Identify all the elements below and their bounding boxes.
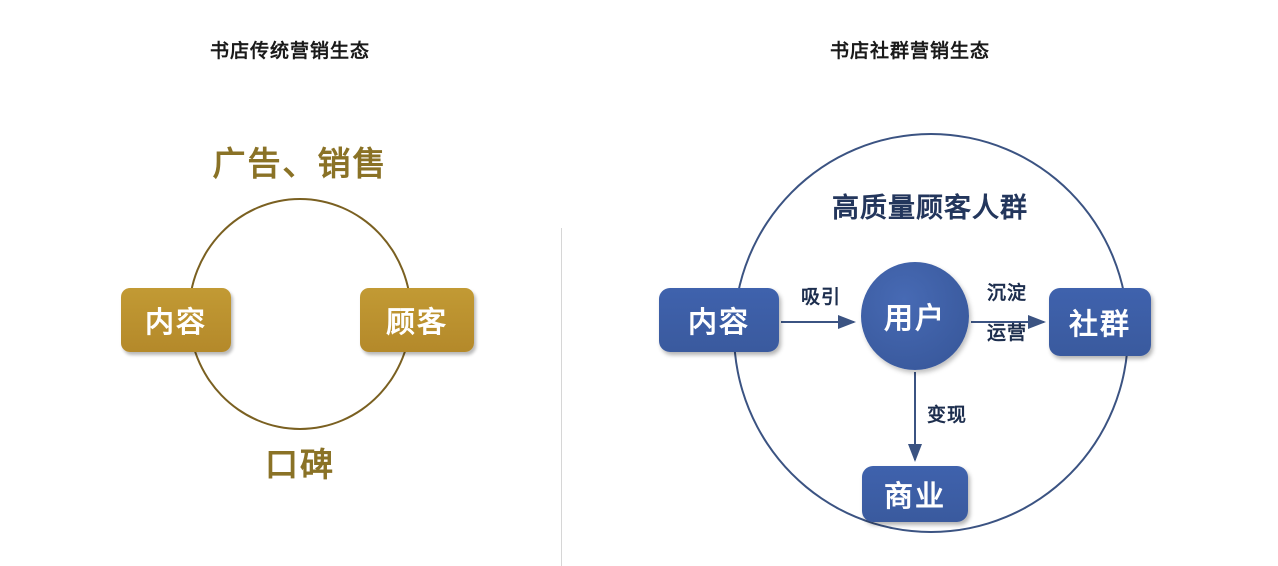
- panel-divider: [561, 228, 562, 566]
- high-quality-customers-label: 高质量顾客人群: [832, 193, 1028, 223]
- word-of-mouth-label: 口碑: [265, 446, 335, 483]
- edge-label-operate: 运营: [986, 323, 1027, 344]
- node-content-community[interactable]: 内容: [659, 288, 779, 352]
- edge-label-monetize: 变现: [926, 405, 967, 426]
- node-content-traditional[interactable]: 内容: [121, 288, 231, 352]
- node-community[interactable]: 社群: [1049, 288, 1151, 356]
- edge-label-attract: 吸引: [800, 287, 841, 308]
- left-panel-title: 书店传统营销生态: [209, 41, 370, 62]
- node-user[interactable]: 用户: [861, 262, 969, 370]
- right-panel-title: 书店社群营销生态: [829, 41, 990, 62]
- node-customer-traditional[interactable]: 顾客: [360, 288, 474, 352]
- node-business[interactable]: 商业: [862, 466, 968, 522]
- advertising-sales-label: 广告、销售: [212, 145, 388, 182]
- edge-label-settle: 沉淀: [986, 283, 1027, 304]
